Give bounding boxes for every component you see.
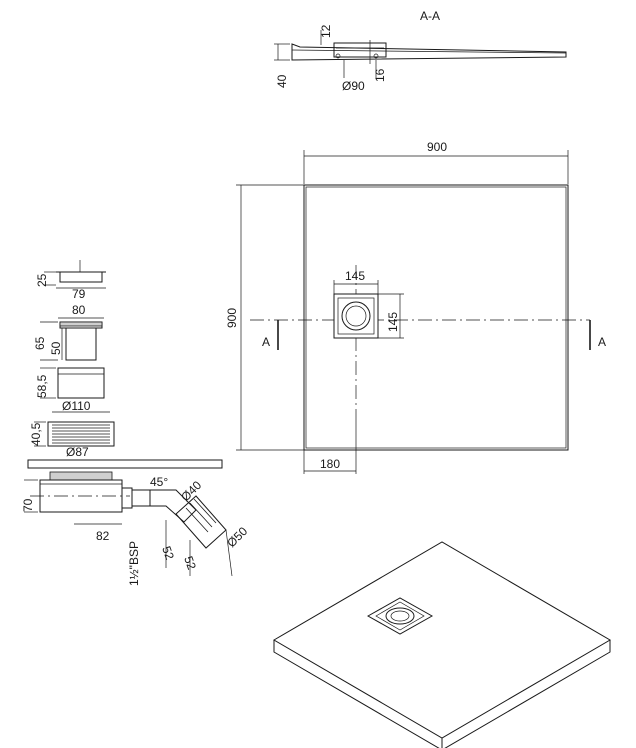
trap-height: 70 <box>21 498 35 512</box>
cap-width: 79 <box>72 287 86 301</box>
plan-offset: 180 <box>320 457 340 471</box>
plan-drain-width: 145 <box>345 269 365 283</box>
sleeve-height: 58,5 <box>35 374 49 398</box>
section-title: A-A <box>420 9 440 23</box>
nut-height: 40,5 <box>29 422 43 446</box>
thread-size: 1½"BSP <box>127 541 141 586</box>
section-depth: 16 <box>373 68 387 82</box>
plan-cut-right: A <box>598 335 606 349</box>
body-width: 80 <box>72 303 86 317</box>
trap-length: 82 <box>96 529 110 543</box>
section-view: A-A 40 12 Ø90 16 <box>274 9 567 93</box>
plan-drain-depth: 145 <box>386 312 400 332</box>
section-height: 40 <box>275 74 289 88</box>
plan-width: 900 <box>427 140 447 154</box>
body-inner: 50 <box>49 341 63 355</box>
cap-height: 25 <box>35 273 49 287</box>
pipe-hatch <box>185 498 217 533</box>
siphon-view: 25 79 80 65 50 58,5 Ø110 <box>21 260 250 586</box>
outlet-angle: 45° <box>150 475 168 489</box>
plan-depth: 900 <box>225 308 239 328</box>
plan-cut-left: A <box>262 335 270 349</box>
pipe-len-2: 52 <box>181 554 199 572</box>
nut-dia: Ø87 <box>66 445 89 459</box>
plan-view: 900 900 A A 145 145 180 <box>225 140 606 474</box>
body-height: 65 <box>33 336 47 350</box>
pipe-len-1: 52 <box>159 544 177 562</box>
section-drain: Ø90 <box>342 79 365 93</box>
section-rim: 12 <box>319 24 333 38</box>
flange-dia: Ø110 <box>62 399 91 413</box>
isometric-view <box>273 541 611 748</box>
thread-hatch <box>52 424 110 444</box>
